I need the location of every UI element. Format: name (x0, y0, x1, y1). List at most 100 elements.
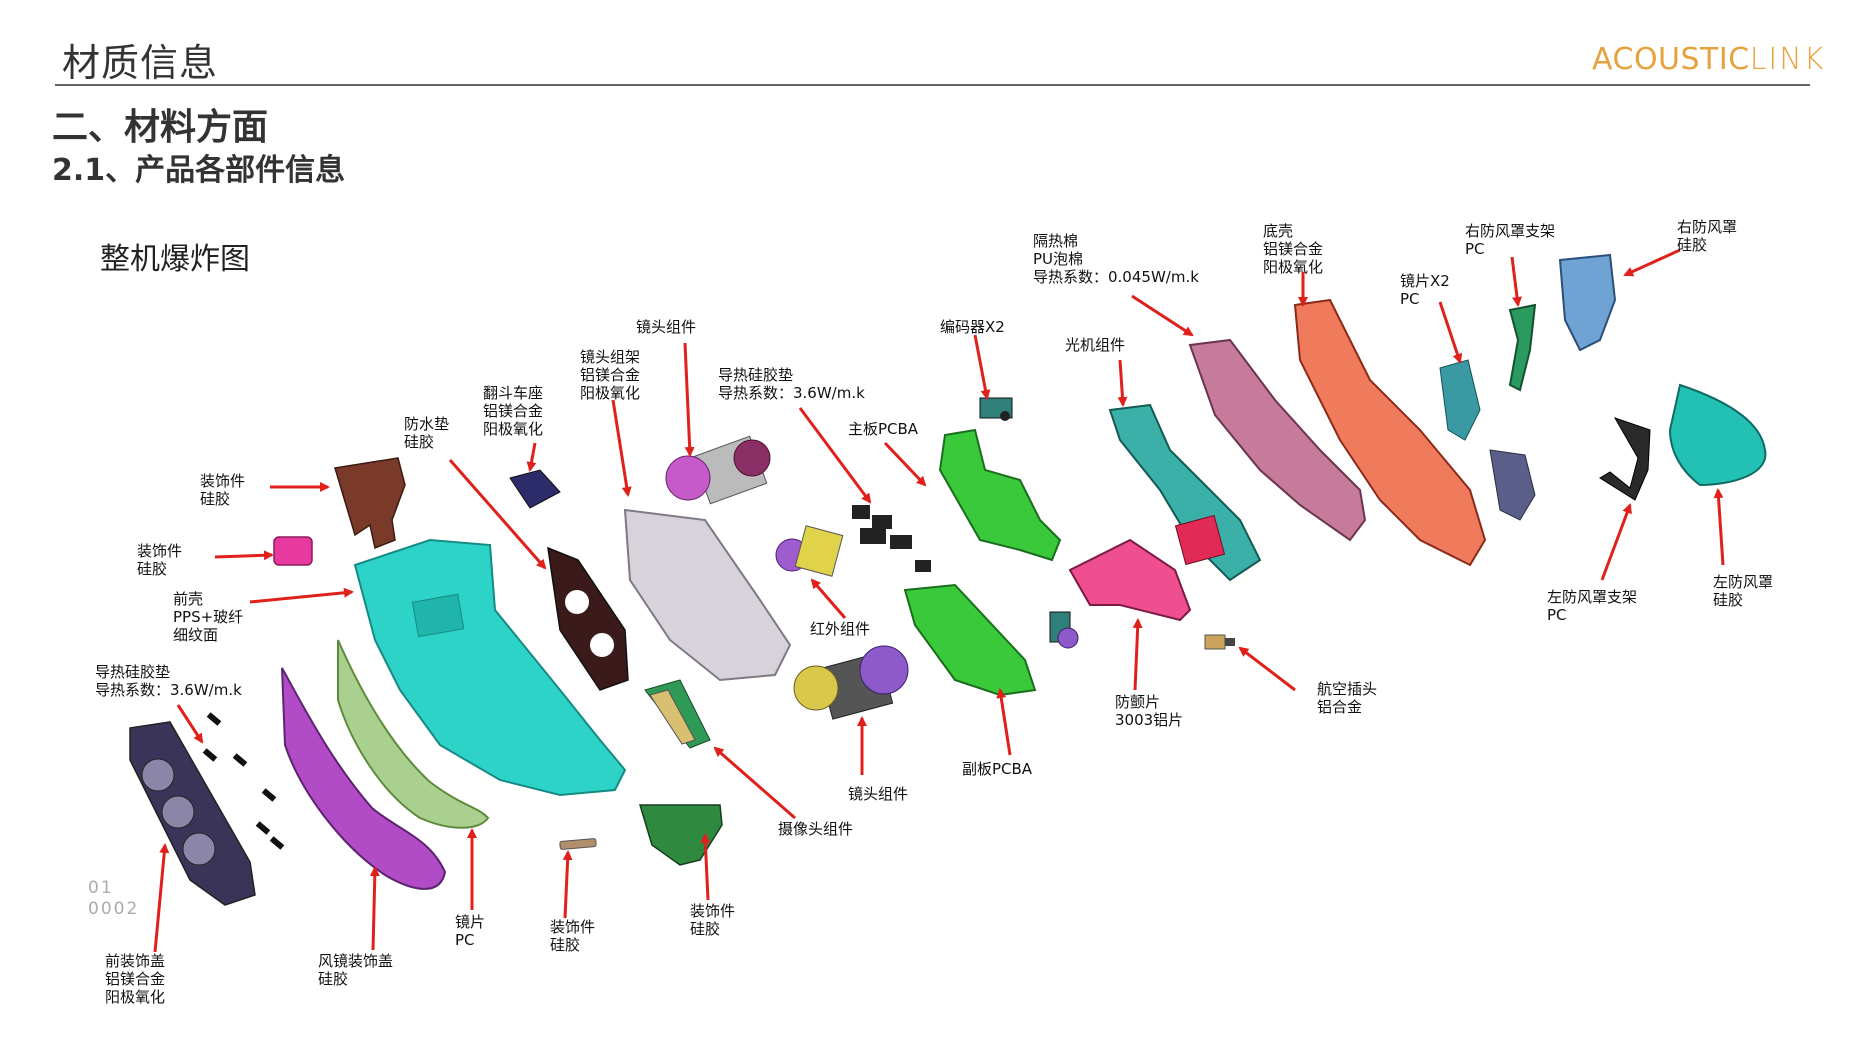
brand-logo: ACOUSTICLINK (1592, 42, 1825, 77)
arrow-thermal-pad-top (798, 407, 872, 504)
part-main-pcba (938, 428, 1062, 562)
label-line: 细纹面 (173, 626, 219, 644)
part-anti-vibration-plate (1068, 538, 1192, 622)
arrow-insulation (1131, 294, 1194, 337)
label-line: 镜头组件 (848, 785, 909, 803)
label-line: 阳极氧化 (1263, 258, 1324, 276)
label-line: 导热系数：0.045W/m.k (1033, 268, 1199, 286)
arrow-aviation-plug (1238, 646, 1296, 692)
part-deco-pink (273, 536, 313, 566)
label-line: 阳极氧化 (580, 384, 641, 402)
label-ir-assy: 红外组件 (810, 620, 870, 638)
arrow-encoder (973, 334, 991, 400)
label-thermal-pad-top: 导热硅胶垫导热系数：3.6W/m.k (718, 366, 865, 402)
part-lens-assembly-bottom (793, 645, 909, 720)
label-line: PC (455, 931, 475, 949)
header-divider (55, 84, 1810, 86)
label-line: 左防风罩支架 (1547, 588, 1638, 606)
label-line: 铝镁合金 (483, 402, 544, 420)
label-line: 镜头组架 (580, 348, 641, 366)
part-lens-assembly-top (665, 435, 771, 505)
label-line: 前装饰盖 (105, 952, 166, 970)
label-line: PC (1547, 606, 1567, 624)
part-optics-assembly (1108, 403, 1262, 582)
label-lens-assy-top: 镜头组件 (636, 318, 696, 336)
label-right-shield: 右防风罩硅胶 (1677, 218, 1737, 254)
part-right-shield (1558, 253, 1617, 352)
label-line: 前壳 (173, 590, 204, 608)
label-line: 导热硅胶垫 (95, 663, 171, 681)
part-ir-assembly (775, 525, 844, 577)
label-thermal-pad-left: 导热硅胶垫导热系数：3.6W/m.k (95, 663, 242, 699)
label-lens-frame: 镜头组架铝镁合金阳极氧化 (580, 348, 640, 402)
label-line: 镜片 (455, 913, 486, 931)
page-number-line: 01 (88, 878, 114, 898)
callout-arrows (153, 248, 1725, 953)
part-aviation-plug (1204, 634, 1235, 650)
label-line: 主板PCBA (848, 420, 919, 438)
label-line: 副板PCBA (962, 760, 1033, 778)
part-deco-brown (334, 457, 406, 550)
part-front-cover (129, 721, 256, 906)
label-optics: 光机组件 (1065, 336, 1125, 354)
label-line: 阳极氧化 (483, 420, 544, 438)
label-line: 硅胶 (1677, 236, 1708, 254)
label-line: 镜片X2 (1400, 272, 1450, 290)
label-line: 硅胶 (404, 433, 435, 451)
label-line: 镜头组件 (636, 318, 697, 336)
arrow-anti-vibe (1132, 618, 1143, 691)
label-line: 翻斗车座 (483, 384, 544, 402)
label-line: 底壳 (1263, 222, 1294, 240)
label-line: 隔热棉 (1033, 232, 1079, 250)
part-sub-pcba (903, 583, 1037, 697)
label-camera-assy: 摄像头组件 (778, 820, 853, 838)
label-line: 硅胶 (318, 970, 349, 988)
label-line: 硅胶 (200, 490, 231, 508)
section-title: 二、材料方面 (52, 107, 269, 148)
arrow-deco-3 (562, 850, 573, 919)
label-lens-assy-bottom: 镜头组件 (848, 785, 908, 803)
part-camera-assembly (644, 679, 711, 749)
arrow-windshield-cover (369, 866, 380, 951)
part-thermal-pads-left (202, 712, 285, 850)
part-insulation-cotton (1188, 338, 1367, 542)
logo-thin: LINK (1749, 42, 1826, 77)
arrow-front-shell (249, 587, 354, 604)
front-shell-window (411, 593, 465, 638)
label-line: 铝合金 (1317, 698, 1363, 716)
label-line: 导热硅胶垫 (718, 366, 794, 384)
label-left-shield: 左防风罩硅胶 (1713, 573, 1773, 609)
arrow-main-pcba (883, 441, 927, 487)
label-line: PU泡棉 (1033, 250, 1084, 268)
arrow-optics (1117, 359, 1128, 407)
header-title: 材质信息 (62, 41, 219, 85)
arrow-flip-seat (526, 442, 537, 472)
label-flip-seat: 翻斗车座铝镁合金阳极氧化 (483, 384, 543, 438)
label-line: 光机组件 (1065, 336, 1126, 354)
part-lens-x2-bottom (1489, 449, 1536, 521)
label-line: 导热系数：3.6W/m.k (718, 384, 865, 402)
page-number-line: 0002 (88, 899, 140, 919)
label-windshield-cover: 风镜装饰盖硅胶 (318, 952, 393, 988)
label-line: 红外组件 (810, 620, 871, 638)
label-line: 右防风罩支架 (1465, 222, 1556, 240)
label-sub-pcba: 副板PCBA (962, 760, 1032, 778)
label-line: 风镜装饰盖 (318, 952, 394, 970)
arrow-thermal-pad-left (176, 704, 204, 744)
label-deco-4: 装饰件硅胶 (690, 902, 735, 938)
section-subtitle: 2.1、产品各部件信息 (52, 153, 346, 188)
label-line: 铝镁合金 (105, 970, 166, 988)
part-lens-frame (623, 508, 792, 682)
optics-red-block (1174, 514, 1226, 566)
label-line: 右防风罩 (1677, 218, 1738, 236)
arrow-front-cover (153, 843, 170, 953)
label-line: 装饰件 (690, 902, 736, 920)
arrow-camera-assy (713, 746, 796, 820)
